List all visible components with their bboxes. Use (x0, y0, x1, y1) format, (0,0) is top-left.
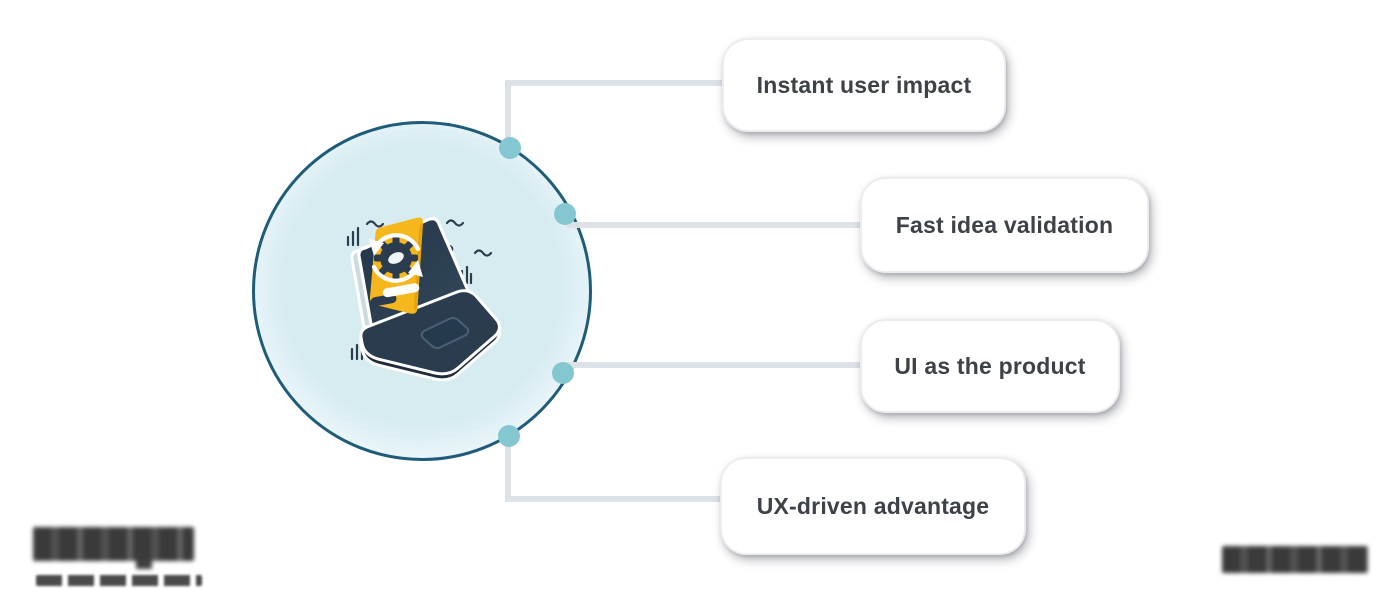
watermark-logo-left (33, 527, 194, 569)
connector-1-horizontal (505, 80, 722, 86)
feature-label-ux-driven-advantage: UX-driven advantage (720, 457, 1026, 555)
connector-4-vertical (505, 436, 511, 500)
node-dot-2 (554, 203, 576, 225)
feature-label-text: Fast idea validation (895, 211, 1114, 238)
watermark-tagline-left (36, 575, 202, 586)
node-dot-3 (552, 362, 574, 384)
connector-3-horizontal (567, 362, 862, 368)
feature-label-text: Instant user impact (756, 71, 972, 98)
node-dot-4 (498, 425, 520, 447)
feature-label-text: UI as the product (894, 352, 1086, 379)
connector-4-horizontal (505, 496, 722, 502)
progress-bar-dark (370, 294, 397, 307)
node-dot-1 (499, 137, 521, 159)
laptop-gear-illustration (346, 217, 501, 382)
laptop-touchpad (420, 316, 470, 350)
connector-1-vertical (505, 82, 511, 152)
feature-label-fast-idea-validation: Fast idea validation (860, 177, 1149, 273)
feature-label-text: UX-driven advantage (756, 492, 990, 519)
feature-label-instant-user-impact: Instant user impact (722, 38, 1006, 132)
watermark-logo-bottom-right (1222, 546, 1368, 573)
gear-sync-icon (369, 233, 423, 283)
feature-label-ui-as-the-product: UI as the product (860, 319, 1120, 413)
progress-bar-light (382, 283, 420, 298)
connector-2-horizontal (567, 222, 862, 228)
